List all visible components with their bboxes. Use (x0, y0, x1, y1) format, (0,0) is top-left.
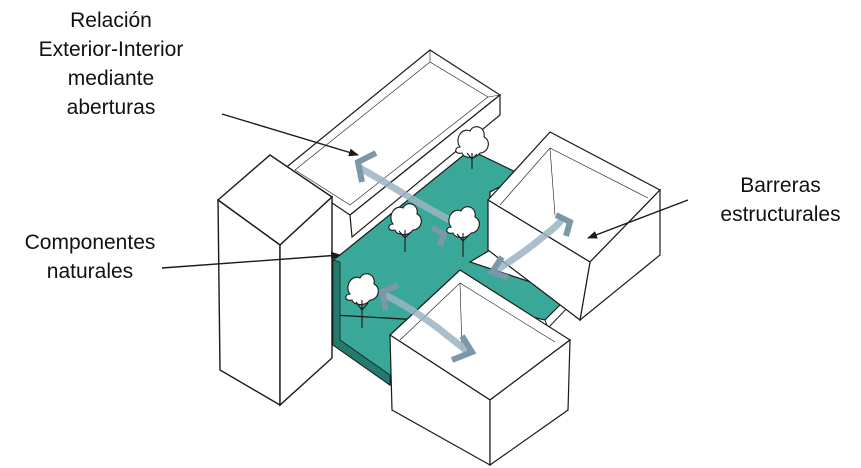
label-relacion-exterior-interior: Relación Exterior-Interior mediante aber… (0, 6, 222, 122)
airflow-stream-right (496, 218, 564, 272)
tree-icon (446, 206, 480, 257)
label-line: estructurales (720, 203, 841, 226)
leader-line-barreras (587, 199, 689, 239)
airflow-arrow-icon (487, 255, 510, 281)
airflow-arrow-icon (554, 212, 574, 237)
trees (345, 126, 489, 328)
tree-icon (345, 273, 379, 328)
label-line: Barreras (740, 174, 821, 197)
tree-icon (455, 126, 489, 169)
label-barreras-estructurales: Barreras estructurales (700, 171, 861, 229)
tree-icon (388, 203, 422, 252)
label-componentes-naturales: Componentes naturales (0, 228, 180, 286)
label-line: aberturas (66, 96, 156, 119)
label-line: Exterior-Interior (38, 38, 184, 61)
airflow-arrow-icon (354, 150, 378, 183)
airflow-arrows (354, 150, 574, 363)
airflow-arrow-icon (430, 225, 448, 247)
airflow-stream-front (381, 291, 472, 356)
airflow-arrow-icon (378, 282, 400, 311)
courtyard-edge-left (332, 259, 391, 386)
building-right-front (487, 198, 591, 322)
building-tower-right (279, 195, 333, 407)
building-back (281, 49, 502, 239)
label-line: naturales (46, 260, 134, 283)
building-front-right (489, 338, 571, 467)
building-back-front (349, 93, 501, 239)
leader-line-componentes (161, 251, 341, 269)
airflow-arrow-icon (450, 334, 477, 363)
label-line: Componentes (24, 231, 156, 254)
leader-lines (161, 113, 689, 269)
building-right (487, 131, 661, 322)
label-line: mediante (67, 67, 155, 90)
label-line: Relación (70, 9, 152, 32)
building-front (389, 269, 572, 467)
leader-line-relacion (221, 113, 359, 157)
building-tower (216, 154, 334, 407)
